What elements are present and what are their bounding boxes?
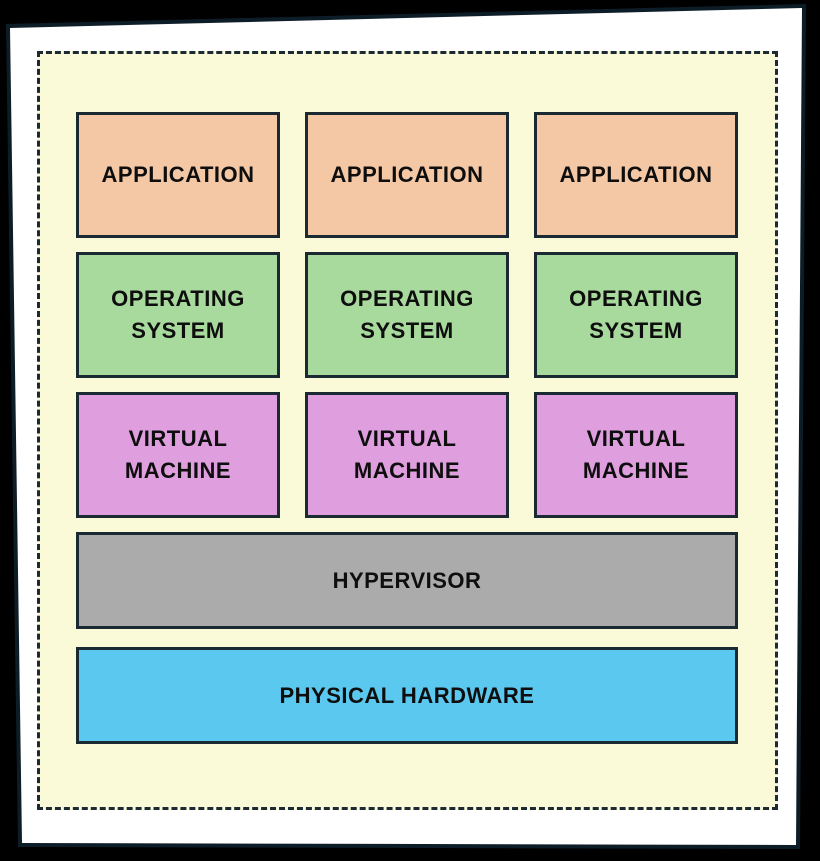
operating-system-box-2: OPERATING SYSTEM xyxy=(305,252,509,378)
operating-system-box-3: OPERATING SYSTEM xyxy=(534,252,738,378)
virtual-machine-box-1: VIRTUAL MACHINE xyxy=(76,392,280,518)
virtualization-diagram-canvas: APPLICATION APPLICATION APPLICATION OPER… xyxy=(37,51,778,810)
operating-system-row: OPERATING SYSTEM OPERATING SYSTEM OPERAT… xyxy=(76,252,738,378)
virtual-machine-box-3: VIRTUAL MACHINE xyxy=(534,392,738,518)
application-box-1: APPLICATION xyxy=(76,112,280,238)
application-box-2: APPLICATION xyxy=(305,112,509,238)
application-box-3: APPLICATION xyxy=(534,112,738,238)
virtual-machine-row: VIRTUAL MACHINE VIRTUAL MACHINE VIRTUAL … xyxy=(76,392,738,518)
application-row: APPLICATION APPLICATION APPLICATION xyxy=(76,112,738,238)
hypervisor-box: HYPERVISOR xyxy=(76,532,738,629)
virtual-machine-box-2: VIRTUAL MACHINE xyxy=(305,392,509,518)
physical-hardware-box: PHYSICAL HARDWARE xyxy=(76,647,738,744)
operating-system-box-1: OPERATING SYSTEM xyxy=(76,252,280,378)
